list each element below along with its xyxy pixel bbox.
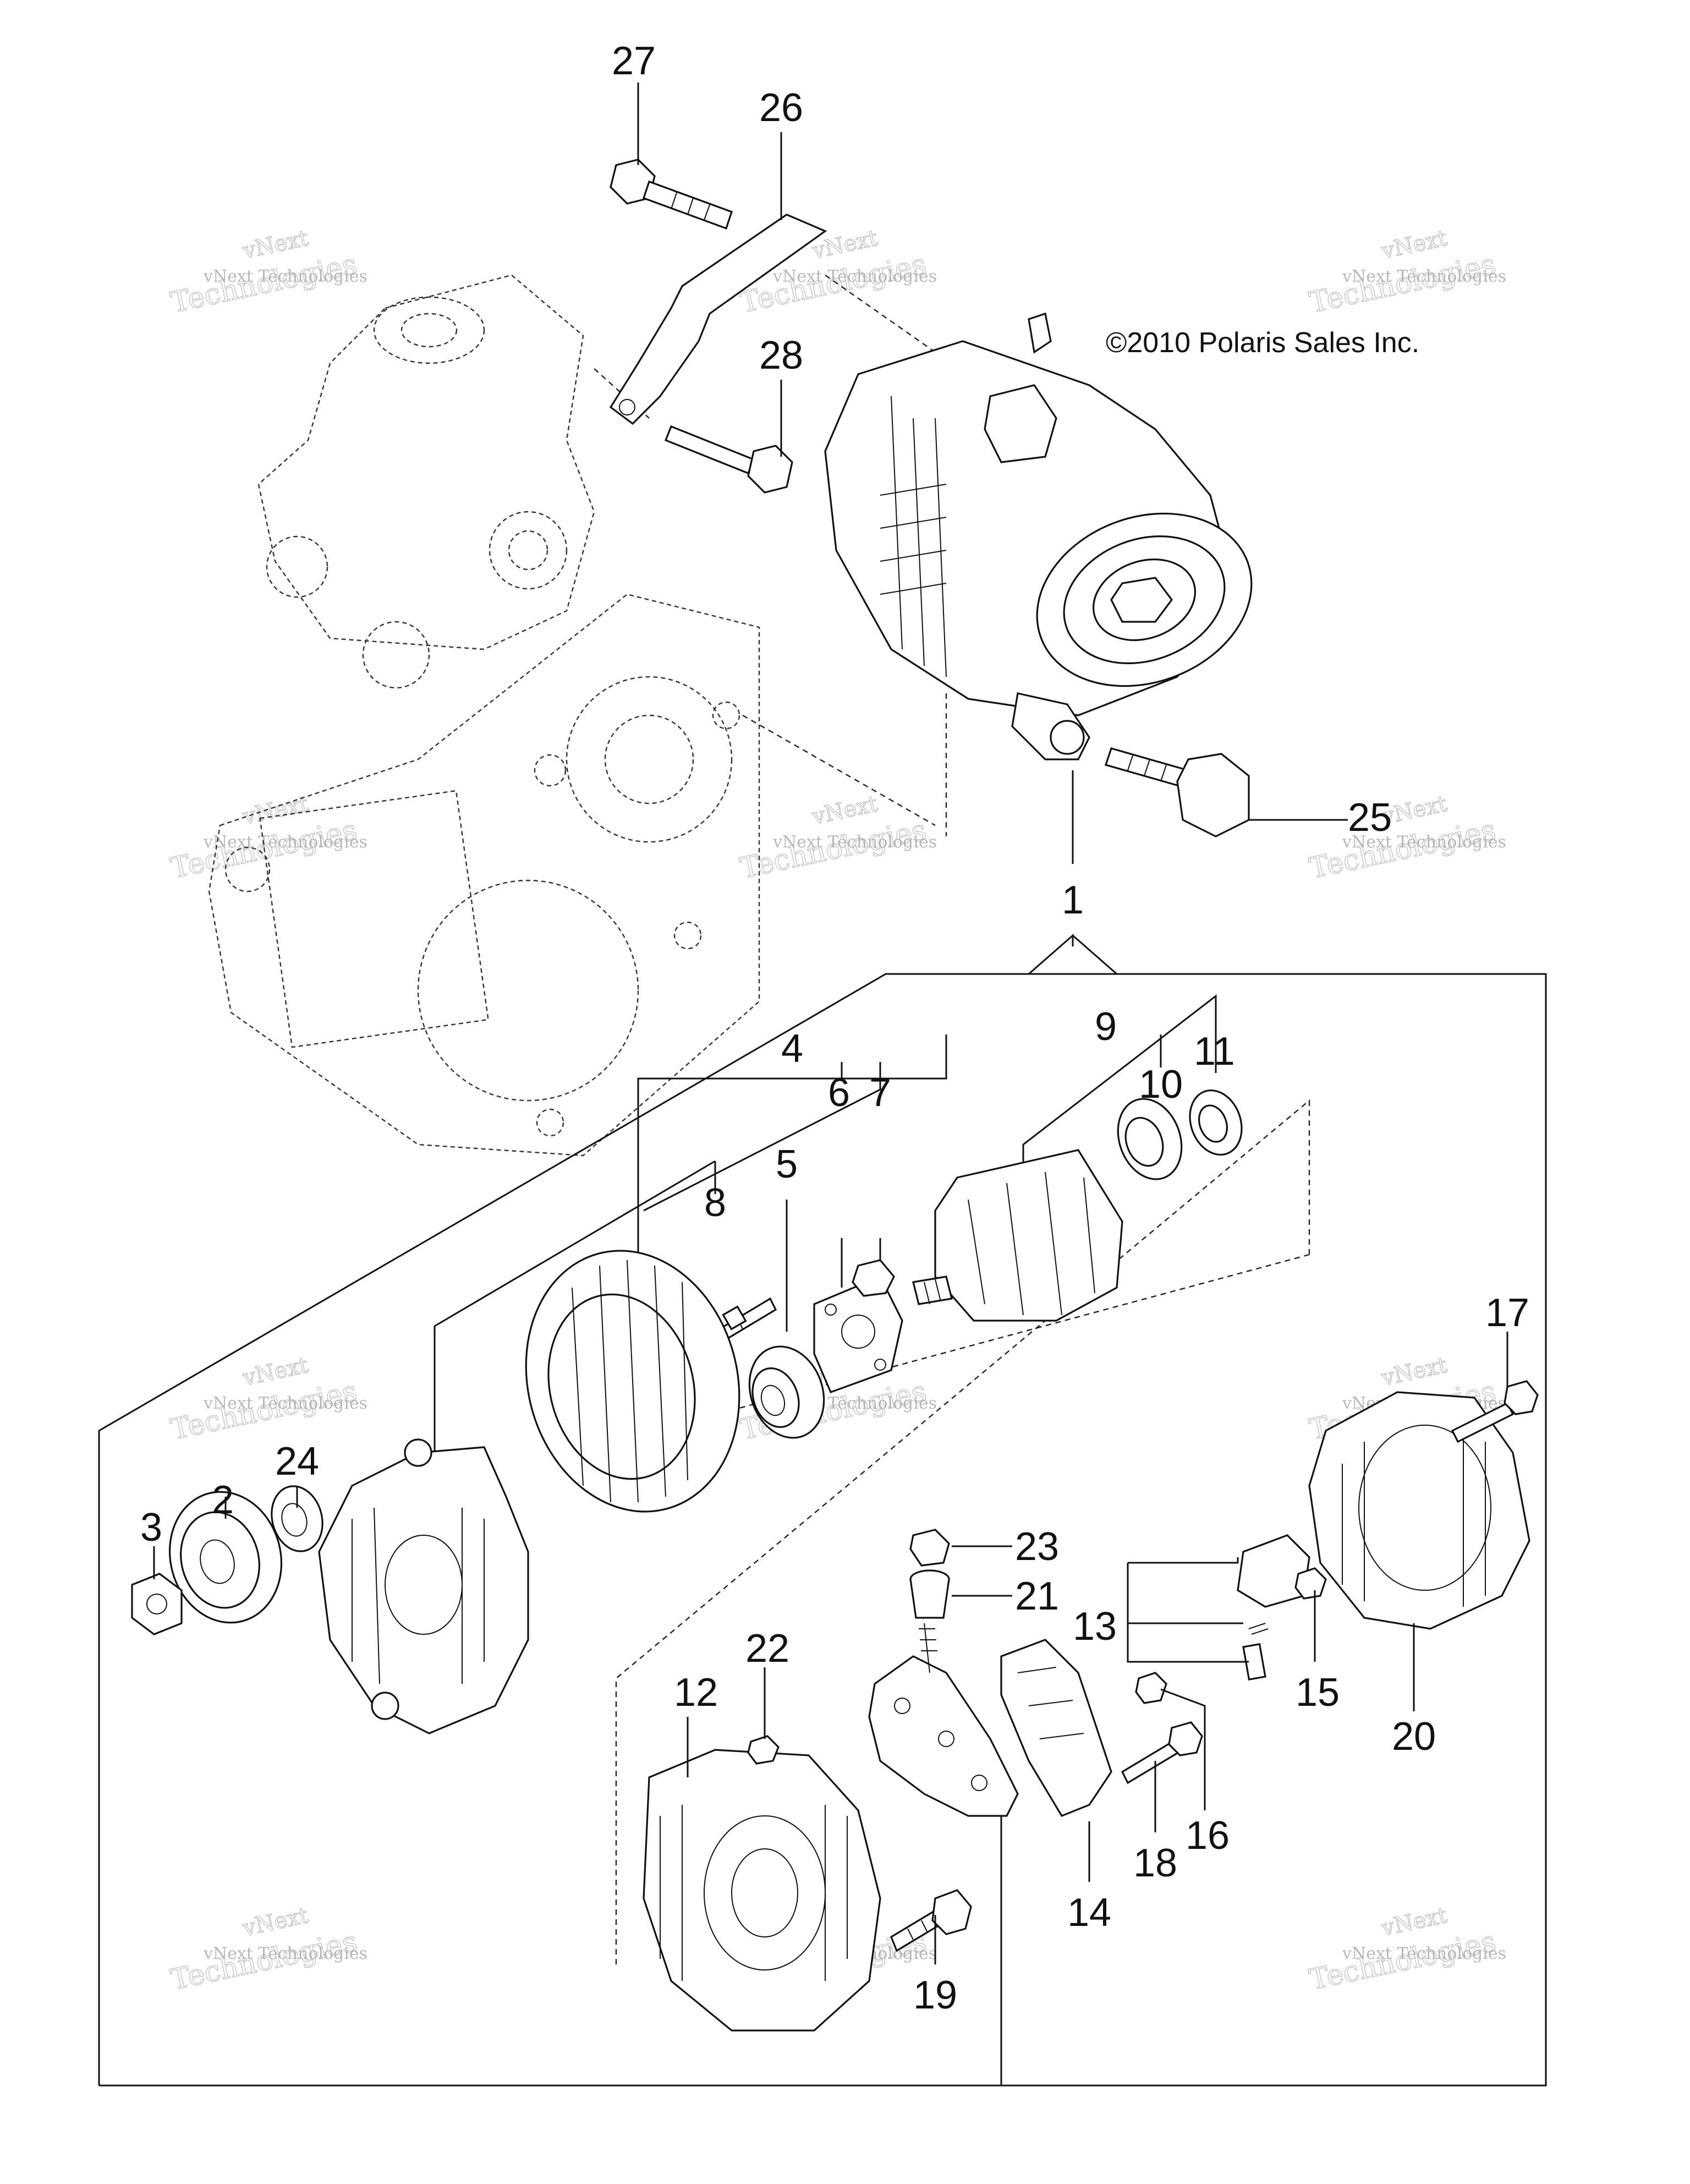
bolt-27 [610, 158, 733, 230]
bearing-11 [1189, 1089, 1243, 1156]
callout-3: 3 [140, 1506, 162, 1550]
watermark-bottom-left: vNext Technologies Technologies vNext [167, 1902, 367, 1997]
callout-1: 1 [1062, 878, 1084, 922]
watermark-mid-center: vNext Technologies Technologies vNext [737, 791, 937, 885]
rectifier-assembly [868, 1623, 1019, 1817]
svg-text:vNext: vNext [240, 1353, 311, 1391]
callout-9: 9 [1095, 1005, 1117, 1049]
svg-text:vNext Technologies: vNext Technologies [203, 267, 367, 286]
retainer-plate-6 [813, 1275, 903, 1394]
bolt-17 [1451, 1380, 1539, 1443]
rotor-9 [912, 1149, 1123, 1322]
watermark-mid-right: vNext Technologies Technologies vNext [1306, 791, 1506, 885]
callout-4: 4 [781, 1027, 803, 1071]
bolt-19 [890, 1889, 972, 1952]
callout-13: 13 [1073, 1605, 1117, 1649]
watermark-lower-left: vNext Technologies Technologies vNext [167, 1352, 367, 1447]
svg-text:vNext Technologies: vNext Technologies [203, 833, 367, 852]
pulley-2 [168, 1491, 283, 1624]
watermark-bottom-right: vNext Technologies Technologies vNext [1306, 1902, 1506, 1997]
svg-text:vNext Technologies: vNext Technologies [1342, 267, 1506, 286]
bolt-25 [1104, 747, 1250, 838]
watermark-top-left: vNext Technologies Technologies vNext [167, 225, 367, 320]
callout-5: 5 [776, 1142, 798, 1186]
svg-text:vNext Technologies: vNext Technologies [772, 267, 937, 286]
nut-22 [747, 1735, 780, 1765]
leader-1-arrow [1028, 933, 1117, 975]
callout-6: 6 [828, 1071, 850, 1115]
engine-housing-ghost [208, 274, 760, 1157]
regulator-14 [1000, 1639, 1112, 1817]
svg-text:vNext: vNext [1379, 1903, 1450, 1941]
svg-text:vNext: vNext [240, 791, 311, 830]
callout-19: 19 [913, 1973, 957, 2017]
screw-7 [852, 1259, 895, 1297]
callout-22: 22 [745, 1627, 789, 1671]
bolt-28 [664, 425, 793, 494]
screw-16 [1135, 1672, 1167, 1704]
rear-cover-20 [1308, 1391, 1530, 1630]
exploded-view-frame [98, 973, 1547, 2087]
brush-holder-13 [1237, 1534, 1310, 1681]
svg-text:vNext: vNext [240, 226, 311, 264]
rear-housing-12 [643, 1749, 881, 2032]
insulator-21 [909, 1569, 950, 1619]
front-housing [318, 1438, 529, 1734]
callout-21: 21 [1015, 1574, 1059, 1618]
svg-text:vNext: vNext [810, 791, 880, 830]
alternator-bracket [609, 214, 827, 425]
callout-16: 16 [1186, 1814, 1230, 1858]
stator-4 [525, 1250, 740, 1513]
collar-24 [271, 1485, 323, 1552]
callout-11: 11 [1194, 1030, 1235, 1074]
callout-12: 12 [674, 1671, 718, 1715]
svg-text:vNext Technologies: vNext Technologies [1342, 1944, 1506, 1963]
callout-28: 28 [759, 333, 803, 377]
callout-20: 20 [1392, 1715, 1436, 1759]
alternator-assembly [824, 312, 1253, 760]
bearing-10 [1117, 1098, 1183, 1180]
callout-18: 18 [1133, 1841, 1177, 1885]
align-line [825, 275, 936, 353]
nut-23 [909, 1529, 950, 1567]
callout-25: 25 [1348, 796, 1392, 840]
svg-text:vNext: vNext [1379, 1353, 1450, 1391]
callout-24: 24 [275, 1439, 319, 1484]
callout-15: 15 [1296, 1671, 1340, 1715]
callout-26: 26 [759, 86, 803, 130]
callout-23: 23 [1015, 1525, 1059, 1569]
screw-15 [1294, 1567, 1327, 1600]
inner-dashed-frame [615, 1099, 1310, 1964]
callout-10: 10 [1139, 1063, 1183, 1107]
callout-7: 7 [869, 1071, 891, 1115]
svg-text:vNext: vNext [1379, 226, 1450, 264]
svg-text:vNext Technologies: vNext Technologies [203, 1394, 367, 1413]
watermark-top-right: vNext Technologies Technologies vNext [1306, 225, 1506, 320]
callout-14: 14 [1067, 1891, 1111, 1935]
svg-text:vNext Technologies: vNext Technologies [203, 1944, 367, 1963]
svg-text:vNext Technologies: vNext Technologies [772, 833, 937, 852]
bearing-5 [748, 1345, 825, 1439]
align-line [742, 714, 936, 826]
callout-2: 2 [212, 1478, 234, 1522]
callout-leaders [153, 83, 1508, 1964]
bolt-18 [1121, 1721, 1203, 1785]
svg-text:vNext Technologies: vNext Technologies [1342, 833, 1506, 852]
nut-3 [131, 1573, 183, 1635]
callout-27: 27 [612, 39, 656, 83]
callout-8: 8 [704, 1181, 726, 1225]
copyright-text: ©2010 Polaris Sales Inc. [1106, 327, 1419, 359]
callout-17: 17 [1485, 1291, 1529, 1335]
svg-text:vNext: vNext [240, 1903, 311, 1941]
